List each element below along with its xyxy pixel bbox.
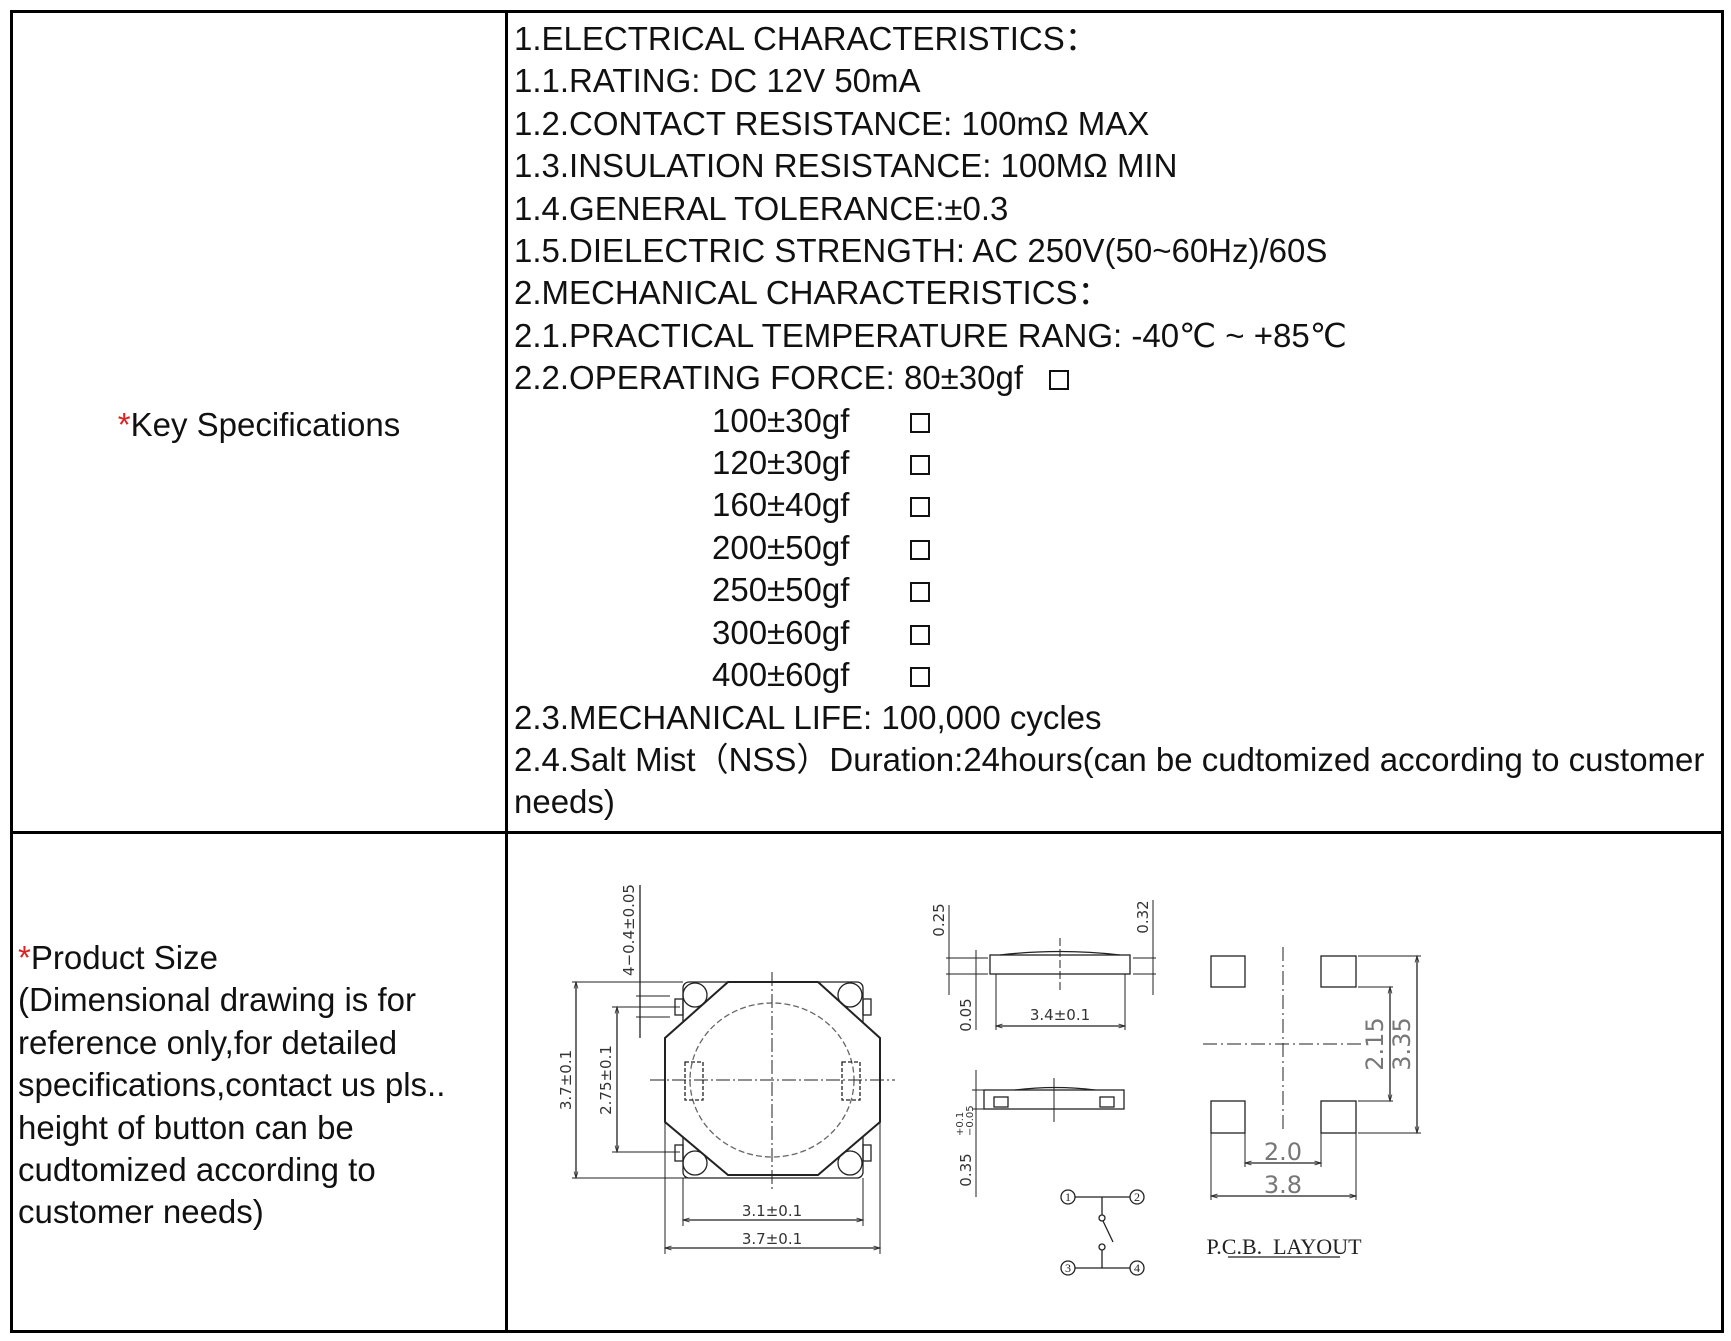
operating-force-option: 200±50gf <box>514 527 1714 569</box>
force-value: 100±30gf <box>712 401 850 439</box>
product-size-note: (Dimensional drawing is for reference on… <box>18 981 446 1231</box>
operating-force-option: 250±50gf <box>514 569 1714 611</box>
pin-2: 2 <box>1134 1190 1140 1204</box>
force-value: 160±40gf <box>712 486 850 524</box>
spec-line: 1.3.INSULATION RESISTANCE: 100MΩ MIN <box>514 147 1178 185</box>
side-view <box>946 900 1156 1197</box>
pcb-dim-inner-width: 2.0 <box>1264 1138 1302 1166</box>
dim-gap: 0.05 <box>957 998 975 1031</box>
spec-line: 2.3.MECHANICAL LIFE: 100,000 cycles <box>514 698 1102 736</box>
option-checkbox[interactable] <box>1049 370 1070 391</box>
force-value: 250±50gf <box>712 571 850 609</box>
dim-thickness-plus: +0.1 <box>955 1112 966 1136</box>
pcb-layout-title: P.C.B. LAYOUT <box>1206 1234 1362 1259</box>
force-value: 300±60gf <box>712 613 850 651</box>
product-size-title: Product Size <box>30 939 218 976</box>
required-star: * <box>18 939 31 976</box>
dim-pitch: 2.75±0.1 <box>597 1045 615 1115</box>
spec-line: 1.ELECTRICAL CHARACTERISTICS： <box>514 20 1098 57</box>
dim-inner-width: 3.1±0.1 <box>742 1202 802 1220</box>
pcb-dim-inner-height: 2.15 <box>1361 1017 1389 1070</box>
pin-3: 3 <box>1065 1261 1071 1275</box>
top-view <box>572 885 895 1254</box>
dim-right: 0.32 <box>1134 900 1152 933</box>
key-specifications-text: Key Specifications <box>130 406 401 443</box>
option-checkbox[interactable] <box>910 667 930 688</box>
operating-force-option: 160±40gf <box>514 484 1714 526</box>
option-checkbox[interactable] <box>910 497 930 518</box>
spec-line: 2.4.Salt Mist（NSS）Duration:24hours(can b… <box>514 740 1705 821</box>
spec-line: 1.4.GENERAL TOLERANCE:±0.3 <box>514 189 1009 227</box>
spec-line: 1.5.DIELECTRIC STRENGTH: AC 250V(50~60Hz… <box>514 232 1328 270</box>
dim-top: 0.25 <box>930 903 948 936</box>
dim-length: 3.4±0.1 <box>1030 1006 1090 1024</box>
row-divider <box>10 831 1724 834</box>
spec-table-frame <box>10 10 1724 1333</box>
required-star: * <box>117 406 131 443</box>
spec-line: 1.1.RATING: DC 12V 50mA <box>514 62 921 100</box>
operating-force-option: 400±60gf <box>514 654 1714 696</box>
switch-schematic <box>1060 1189 1145 1276</box>
operating-force-option: 300±60gf <box>514 612 1714 654</box>
operating-force-line: 2.2.OPERATING FORCE: 80±30gf <box>514 357 1714 399</box>
pcb-dim-outer-width: 3.8 <box>1264 1171 1302 1199</box>
pcb-layout <box>1203 947 1421 1258</box>
force-value: 200±50gf <box>712 528 850 566</box>
option-checkbox[interactable] <box>910 624 930 645</box>
key-specifications-list: 1.ELECTRICAL CHARACTERISTICS： 1.1.RATING:… <box>514 18 1714 824</box>
dim-width: 3.7±0.1 <box>742 1230 802 1248</box>
operating-force-option: 100±30gf <box>514 400 1714 442</box>
force-value: 120±30gf <box>712 444 850 482</box>
column-divider <box>505 10 508 1333</box>
pin-4: 4 <box>1134 1261 1140 1275</box>
dim-thickness: 0.35 <box>957 1153 975 1186</box>
key-specifications-label: *Key Specifications <box>13 404 505 446</box>
option-checkbox[interactable] <box>910 539 930 560</box>
spec-line: 2.1.PRACTICAL TEMPERATURE RANG: -40℃ ~ +… <box>514 316 1347 354</box>
option-checkbox[interactable] <box>910 455 930 476</box>
spec-line: 2.MECHANICAL CHARACTERISTICS： <box>514 274 1111 312</box>
pcb-dim-outer-height: 3.35 <box>1388 1017 1416 1070</box>
pin-1: 1 <box>1065 1190 1071 1204</box>
spec-line: 1.2.CONTACT RESISTANCE: 100mΩ MAX <box>514 104 1150 142</box>
dim-pin-width: 4−0.4±0.05 <box>620 884 638 976</box>
operating-force-label: 2.2.OPERATING FORCE: 80±30gf <box>514 359 1024 397</box>
dim-height: 3.7±0.1 <box>557 1050 575 1110</box>
product-size-label: *Product Size (Dimensional drawing is for… <box>18 937 498 1234</box>
dim-thickness-minus: −0.05 <box>965 1105 976 1136</box>
force-value: 400±60gf <box>712 656 850 694</box>
option-checkbox[interactable] <box>910 582 930 603</box>
operating-force-option: 120±30gf <box>514 442 1714 484</box>
option-checkbox[interactable] <box>910 412 930 433</box>
